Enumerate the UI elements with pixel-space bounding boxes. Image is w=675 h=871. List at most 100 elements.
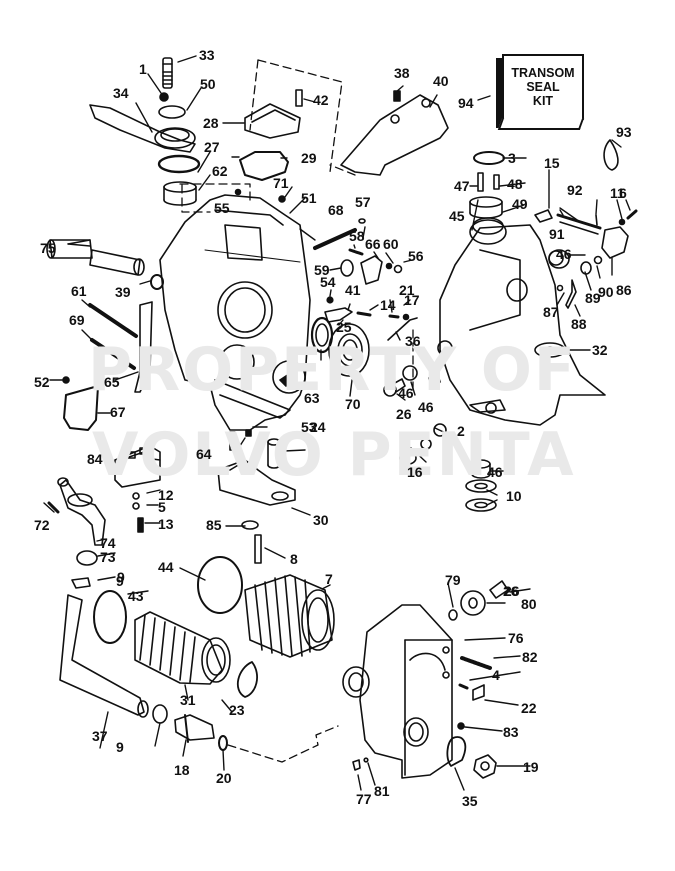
callout-76[interactable]: 76 — [508, 630, 524, 646]
callout-72[interactable]: 72 — [34, 517, 50, 533]
callout-46[interactable]: 46 — [418, 399, 434, 415]
callout-42[interactable]: 42 — [313, 92, 329, 108]
callout-91[interactable]: 91 — [549, 226, 565, 242]
callout-9[interactable]: 9 — [117, 569, 125, 585]
callout-8[interactable]: 8 — [290, 551, 298, 567]
callout-93[interactable]: 93 — [616, 124, 632, 140]
callout-1[interactable]: 1 — [139, 61, 147, 77]
callout-51[interactable]: 51 — [301, 190, 317, 206]
callout-25[interactable]: 25 — [336, 319, 352, 335]
callout-80[interactable]: 80 — [521, 596, 537, 612]
callout-61[interactable]: 61 — [71, 283, 87, 299]
callout-68[interactable]: 68 — [328, 202, 344, 218]
callout-44[interactable]: 44 — [158, 559, 174, 575]
callout-59[interactable]: 59 — [314, 262, 330, 278]
callout-94[interactable]: 94 — [458, 95, 474, 111]
callout-82[interactable]: 82 — [522, 649, 538, 665]
callout-77[interactable]: 77 — [356, 791, 372, 807]
callout-85[interactable]: 85 — [206, 517, 222, 533]
callout-12[interactable]: 12 — [158, 487, 174, 503]
callout-37[interactable]: 37 — [92, 728, 108, 744]
callout-2[interactable]: 2 — [457, 423, 465, 439]
callout-46[interactable]: 46 — [556, 246, 572, 262]
callout-90[interactable]: 90 — [598, 284, 614, 300]
callout-92[interactable]: 92 — [567, 182, 583, 198]
callout-18[interactable]: 18 — [174, 762, 190, 778]
callout-15[interactable]: 15 — [544, 155, 560, 171]
callout-3[interactable]: 3 — [508, 150, 516, 166]
callout-28[interactable]: 28 — [203, 115, 219, 131]
callout-26[interactable]: 26 — [504, 583, 520, 599]
callout-46[interactable]: 46 — [487, 464, 503, 480]
callout-64[interactable]: 64 — [196, 446, 212, 462]
callout-43[interactable]: 43 — [128, 588, 144, 604]
callout-33[interactable]: 33 — [199, 47, 215, 63]
callout-40[interactable]: 40 — [433, 73, 449, 89]
callout-58[interactable]: 58 — [349, 228, 365, 244]
callout-7[interactable]: 7 — [325, 571, 333, 587]
callout-81[interactable]: 81 — [374, 783, 390, 799]
callout-35[interactable]: 35 — [462, 793, 478, 809]
callout-47[interactable]: 47 — [454, 178, 470, 194]
callout-6[interactable]: 6 — [619, 185, 627, 201]
callout-34[interactable]: 34 — [113, 85, 129, 101]
callout-27[interactable]: 27 — [204, 139, 220, 155]
callout-70[interactable]: 70 — [345, 396, 361, 412]
callout-73[interactable]: 73 — [100, 549, 116, 565]
callout-36[interactable]: 36 — [405, 333, 421, 349]
callout-14[interactable]: 14 — [380, 297, 396, 313]
callout-46[interactable]: 46 — [398, 385, 414, 401]
callout-22[interactable]: 22 — [521, 700, 537, 716]
callout-39[interactable]: 39 — [115, 284, 131, 300]
callout-89[interactable]: 89 — [585, 290, 601, 306]
callout-9[interactable]: 9 — [116, 573, 124, 589]
callout-79[interactable]: 79 — [445, 572, 461, 588]
callout-74[interactable]: 74 — [100, 535, 116, 551]
callout-4[interactable]: 4 — [492, 667, 500, 683]
callout-19[interactable]: 19 — [523, 759, 539, 775]
callout-84[interactable]: 84 — [87, 451, 103, 467]
callout-30[interactable]: 30 — [313, 512, 329, 528]
callout-53[interactable]: 53 — [301, 419, 317, 435]
callout-63[interactable]: 63 — [304, 390, 320, 406]
callout-56[interactable]: 56 — [408, 248, 424, 264]
callout-13[interactable]: 13 — [158, 516, 174, 532]
callout-50[interactable]: 50 — [200, 76, 216, 92]
callout-67[interactable]: 67 — [110, 404, 126, 420]
callout-45[interactable]: 45 — [449, 208, 465, 224]
callout-20[interactable]: 20 — [216, 770, 232, 786]
callout-17[interactable]: 17 — [404, 292, 420, 308]
callout-71[interactable]: 71 — [273, 175, 289, 191]
callout-21[interactable]: 21 — [399, 282, 415, 298]
callout-62[interactable]: 62 — [212, 163, 228, 179]
callout-54[interactable]: 54 — [320, 274, 336, 290]
callout-69[interactable]: 69 — [69, 312, 85, 328]
callout-83[interactable]: 83 — [503, 724, 519, 740]
callout-52[interactable]: 52 — [34, 374, 50, 390]
callout-29[interactable]: 29 — [301, 150, 317, 166]
callout-65[interactable]: 65 — [104, 374, 120, 390]
callout-38[interactable]: 38 — [394, 65, 410, 81]
callout-31[interactable]: 31 — [180, 692, 196, 708]
callout-87[interactable]: 87 — [543, 304, 559, 320]
callout-11[interactable]: 11 — [610, 185, 625, 201]
callout-55[interactable]: 55 — [214, 200, 230, 216]
callout-41[interactable]: 41 — [345, 282, 361, 298]
callout-49[interactable]: 49 — [512, 196, 528, 212]
callout-24[interactable]: 24 — [310, 419, 326, 435]
callout-9[interactable]: 9 — [116, 739, 124, 755]
callout-48[interactable]: 48 — [507, 176, 523, 192]
callout-16[interactable]: 16 — [407, 464, 423, 480]
callout-26[interactable]: 26 — [503, 583, 519, 599]
callout-66[interactable]: 66 — [365, 236, 381, 252]
callout-26[interactable]: 26 — [396, 406, 412, 422]
callout-75[interactable]: 75 — [40, 240, 56, 256]
callout-23[interactable]: 23 — [229, 702, 245, 718]
callout-32[interactable]: 32 — [592, 342, 608, 358]
callout-60[interactable]: 60 — [383, 236, 399, 252]
transom-seal-kit-box[interactable]: TRANSOM SEAL KIT — [496, 54, 585, 130]
callout-86[interactable]: 86 — [616, 282, 632, 298]
callout-88[interactable]: 88 — [571, 316, 587, 332]
callout-10[interactable]: 10 — [506, 488, 522, 504]
callout-57[interactable]: 57 — [355, 194, 371, 210]
